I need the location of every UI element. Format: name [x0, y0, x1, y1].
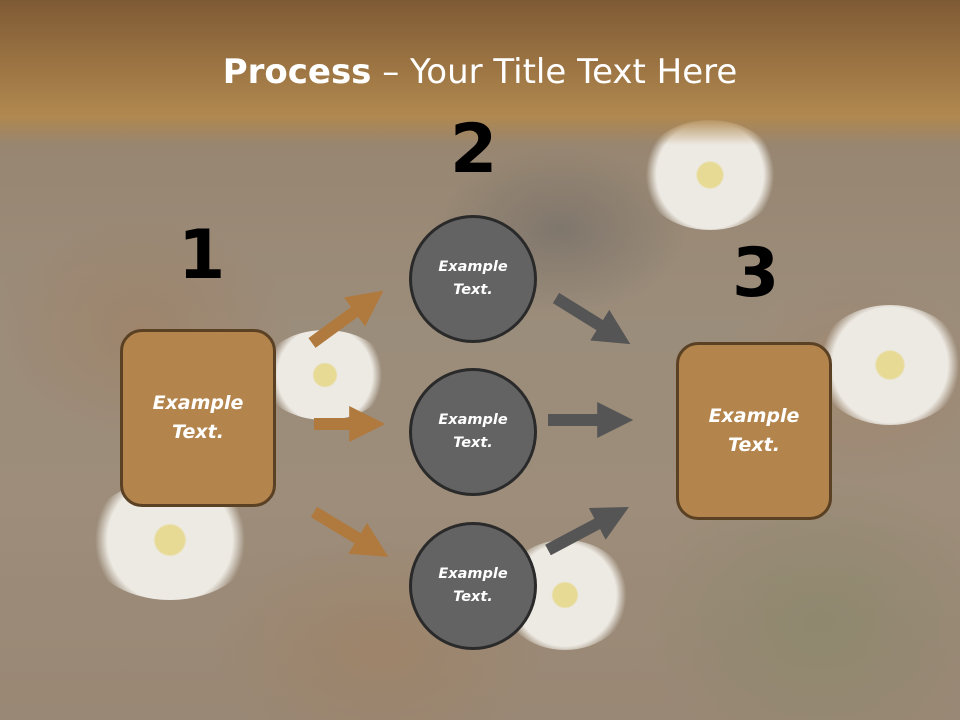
step-2-circle-middle: Example Text. [409, 368, 537, 496]
step-1-box: Example Text. [120, 329, 276, 507]
circle-bottom-text: Example Text. [438, 566, 508, 605]
arrow-bottom-to-right [545, 506, 629, 556]
flower-decoration [815, 305, 960, 425]
step-number-2: 2 [450, 110, 498, 189]
circle-middle-text: Example Text. [438, 412, 508, 451]
step-3-box: Example Text. [676, 342, 832, 520]
title-bold: Process [222, 52, 372, 92]
slide-title: Process – Your Title Text Here [0, 52, 960, 92]
circle-top-text: Example Text. [438, 259, 508, 298]
title-band [0, 0, 960, 145]
flower-decoration [260, 330, 390, 420]
step-2-circle-top: Example Text. [409, 215, 537, 343]
step-2-circle-bottom: Example Text. [409, 522, 537, 650]
step-number-1: 1 [178, 216, 226, 295]
arrow-top-to-right [552, 292, 631, 345]
step-3-box-text: Example Text. [708, 405, 800, 456]
arrow-left-to-top [308, 290, 384, 348]
title-rest: – Your Title Text Here [371, 52, 738, 92]
arrow-left-to-bottom [310, 506, 389, 557]
step-number-3: 3 [732, 234, 780, 313]
step-1-box-text: Example Text. [152, 392, 244, 443]
